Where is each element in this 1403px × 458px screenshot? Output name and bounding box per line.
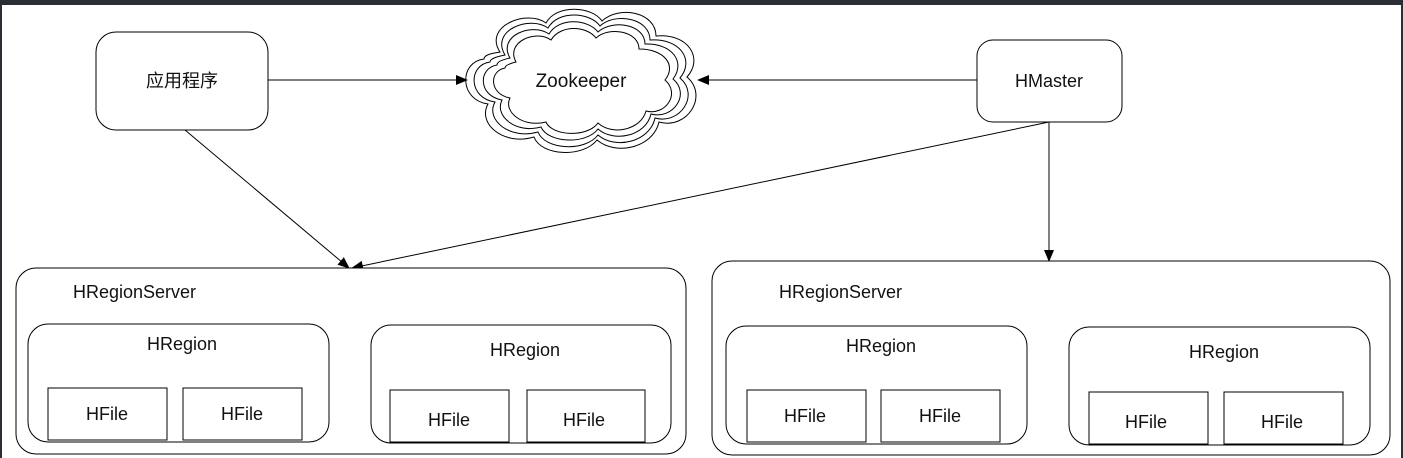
server-right-region-2: HRegion HFile HFile <box>1068 326 1371 446</box>
hfile-label: HFile <box>221 404 263 424</box>
server-left-label: HRegionServer <box>73 282 196 302</box>
node-server-left: HRegionServer HRegion HFile HFile HRegio… <box>15 267 687 455</box>
server-left-region-2: HRegion HFile HFile <box>370 324 672 444</box>
hfile-label: HFile <box>784 406 826 426</box>
edge-app-to-server-left <box>184 129 350 269</box>
edge-hmaster-to-server-left <box>351 121 1050 271</box>
hfile-label: HFile <box>919 406 961 426</box>
hfile-label: HFile <box>1125 412 1167 432</box>
hfile-box <box>1088 391 1209 445</box>
region-label: HRegion <box>147 334 217 354</box>
hfile-label: HFile <box>86 404 128 424</box>
window-top-border <box>0 0 1403 5</box>
window-left-border <box>0 0 2 458</box>
node-hmaster: HMaster <box>976 39 1123 123</box>
node-zookeeper: Zookeeper <box>465 8 697 153</box>
hfile-box <box>47 387 168 441</box>
node-app-label: 应用程序 <box>146 71 218 91</box>
window-right-border <box>1401 0 1403 458</box>
server-right-region-1: HRegion HFile HFile <box>725 325 1028 445</box>
hfile-box <box>880 389 1001 443</box>
hfile-label: HFile <box>563 410 605 430</box>
node-server-right: HRegionServer HRegion HFile HFile HRegio… <box>711 260 1391 456</box>
hfile-box <box>1223 391 1344 445</box>
cloud-icon <box>465 8 697 153</box>
region-label: HRegion <box>846 336 916 356</box>
hfile-label: HFile <box>1261 412 1303 432</box>
hfile-label: HFile <box>428 410 470 430</box>
node-hmaster-label: HMaster <box>1015 71 1083 91</box>
region-label: HRegion <box>490 340 560 360</box>
hfile-box <box>746 389 867 443</box>
server-left-region-1: HRegion HFile HFile <box>27 323 330 443</box>
hfile-box <box>389 389 510 443</box>
hfile-box <box>182 387 303 441</box>
edges <box>184 75 1054 271</box>
node-app: 应用程序 <box>95 31 269 131</box>
node-zookeeper-label: Zookeeper <box>536 71 628 92</box>
region-label: HRegion <box>1189 342 1259 362</box>
server-right-label: HRegionServer <box>779 282 902 302</box>
hfile-box <box>526 389 646 443</box>
